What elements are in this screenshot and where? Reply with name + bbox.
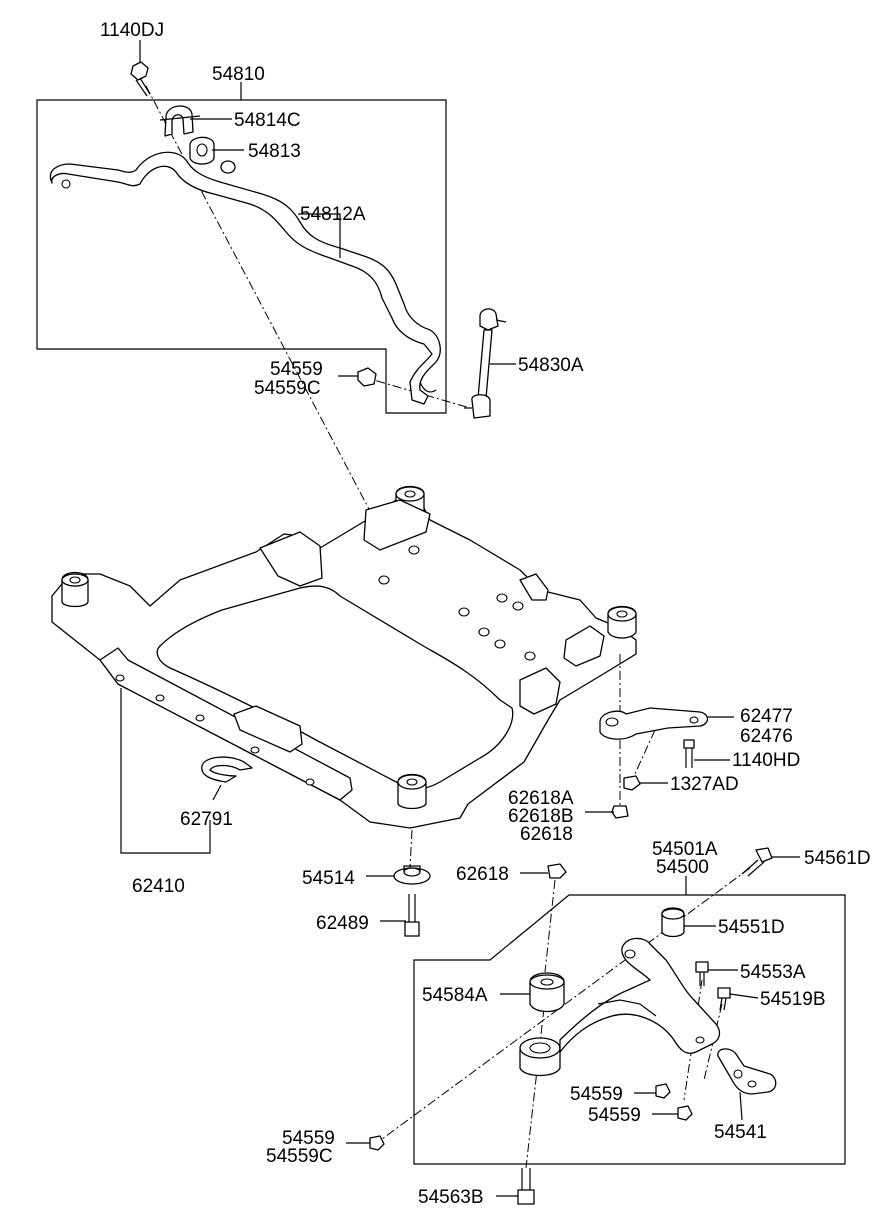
bar-end-hole-icon bbox=[61, 179, 71, 189]
bolt-54563b-axis-line bbox=[525, 1007, 545, 1169]
subframe-62410-icon bbox=[51, 485, 637, 829]
label-54584a: 54584A bbox=[422, 985, 488, 1006]
bolt-1140hd-icon bbox=[683, 739, 695, 768]
label-62477: 62477 bbox=[740, 706, 793, 727]
lower-arm-group-box bbox=[413, 894, 846, 1165]
label-54501a: 54501A bbox=[652, 839, 718, 860]
nut-54559-mid2-icon bbox=[677, 1105, 693, 1121]
nut-54559-icon bbox=[357, 367, 377, 387]
bolt-62489-icon bbox=[404, 894, 420, 937]
bushing-axis-line bbox=[544, 879, 556, 973]
label-54812a: 54812A bbox=[300, 204, 366, 225]
label-62476: 62476 bbox=[740, 726, 793, 747]
label-54830a: 54830A bbox=[518, 355, 584, 376]
label-54500: 54500 bbox=[656, 857, 709, 878]
nut-icon bbox=[220, 160, 236, 174]
bracket-54814c-icon bbox=[159, 105, 201, 137]
label-54814c: 54814C bbox=[234, 110, 301, 131]
bolt-54519b-icon bbox=[717, 987, 731, 1011]
label-54559-mid2: 54559 bbox=[588, 1105, 641, 1126]
ball-joint-54541-icon bbox=[717, 1048, 777, 1095]
subframe-leader-bracket bbox=[120, 688, 211, 854]
bolt-54561d-icon bbox=[741, 847, 773, 877]
nut-54559-mid1-icon bbox=[655, 1083, 671, 1099]
bolt-54553a-icon bbox=[695, 961, 709, 986]
bolt-54563b-icon bbox=[517, 1168, 535, 1205]
label-54559c-top: 54559C bbox=[254, 378, 321, 399]
stabilizer-bar-54812a-icon bbox=[49, 151, 441, 405]
label-62489: 62489 bbox=[316, 913, 369, 934]
bar-end-eye-icon bbox=[419, 381, 437, 393]
label-1327ad: 1327AD bbox=[670, 774, 739, 795]
stabilizer-group-box bbox=[36, 99, 447, 414]
bracket-bolt-axis bbox=[633, 729, 656, 777]
lower-arm-54500-icon bbox=[519, 937, 721, 1077]
nut-54559c-icon bbox=[369, 1135, 385, 1151]
label-62618a: 62618A bbox=[508, 788, 574, 809]
label-1140hd: 1140HD bbox=[732, 750, 800, 771]
bracket-62477-icon bbox=[599, 707, 709, 740]
label-54519b: 54519B bbox=[760, 989, 826, 1010]
label-54561d: 54561D bbox=[804, 848, 871, 869]
bushing-54813-icon bbox=[189, 136, 215, 165]
bolt-1140dj-icon bbox=[130, 61, 151, 97]
bolt-axis-line bbox=[145, 85, 381, 531]
bushing-54584a-icon bbox=[529, 972, 565, 1013]
label-62410: 62410 bbox=[132, 876, 185, 897]
washer-axis-line bbox=[409, 829, 413, 869]
washer-54514-icon bbox=[393, 865, 431, 885]
label-54551d: 54551D bbox=[718, 917, 785, 938]
nut-62618-icon bbox=[611, 805, 629, 819]
label-1140dj: 1140DJ bbox=[100, 20, 164, 41]
label-62618b: 62618B bbox=[508, 806, 574, 827]
leader-lines bbox=[139, 40, 800, 1197]
label-54559-mid1: 54559 bbox=[570, 1084, 623, 1105]
label-54559c-bot: 54559C bbox=[266, 1146, 333, 1167]
nut-1327ad-icon bbox=[623, 775, 641, 791]
label-54559-top: 54559 bbox=[270, 359, 323, 380]
label-54813: 54813 bbox=[248, 141, 301, 162]
bushing-54551d-icon bbox=[661, 907, 685, 938]
link-54830a-icon bbox=[464, 308, 507, 419]
label-62791: 62791 bbox=[180, 809, 233, 830]
label-54514: 54514 bbox=[302, 868, 355, 889]
label-54559-bot: 54559 bbox=[282, 1128, 335, 1149]
label-54541: 54541 bbox=[714, 1122, 767, 1143]
label-54553a: 54553A bbox=[740, 962, 806, 983]
clip-62791-icon bbox=[201, 756, 253, 783]
ball-joint-axis-line bbox=[683, 979, 703, 1101]
label-62618-a: 62618 bbox=[520, 824, 573, 845]
label-54810: 54810 bbox=[212, 64, 265, 85]
clip-leader bbox=[212, 784, 222, 801]
nut-62618-b-icon bbox=[547, 863, 567, 879]
label-54563b: 54563B bbox=[418, 1187, 484, 1208]
label-62618-b: 62618 bbox=[456, 864, 509, 885]
